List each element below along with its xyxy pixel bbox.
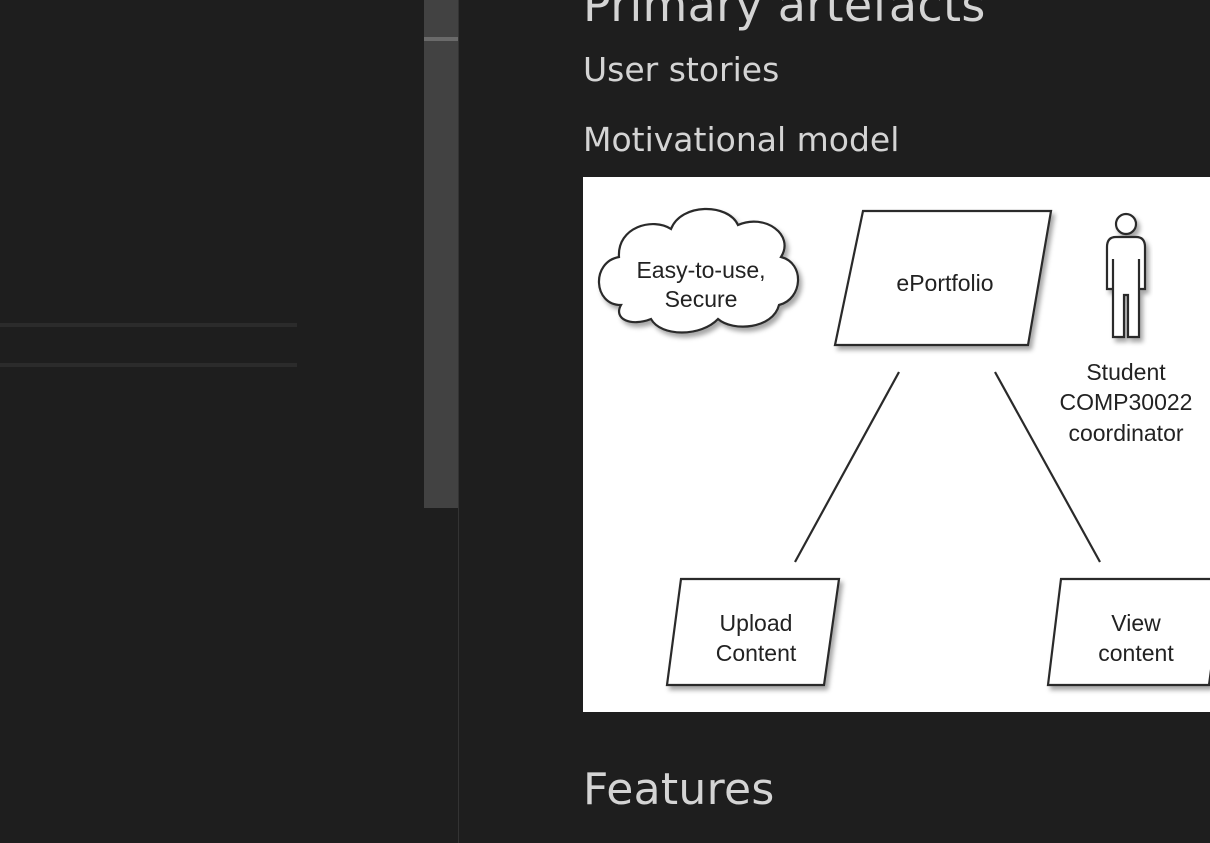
cloud-text-line2: Secure (665, 286, 738, 312)
divider-top (0, 323, 297, 327)
markdown-preview: Primary artefacts User stories Motivatio… (459, 0, 1210, 843)
left-pane (0, 0, 424, 843)
role-label-line1: Student (1086, 359, 1166, 385)
sub-goal-upload-box (665, 577, 841, 687)
sub-goal-view-line2: content (1098, 640, 1174, 666)
user-stories-heading: User stories (583, 50, 780, 89)
main-goal-box (833, 209, 1053, 347)
main-goal-label: ePortfolio (896, 270, 993, 296)
sub-goal-view-box (1046, 577, 1210, 687)
sub-goal-upload-line1: Upload (720, 610, 793, 636)
motivational-model-diagram: Easy-to-use, Secure ePortfolio Student C… (583, 177, 1210, 712)
quality-goal-cloud (597, 207, 800, 334)
features-heading: Features (583, 764, 775, 815)
primary-artefacts-heading: Primary artefacts (583, 0, 986, 32)
vertical-scrollbar[interactable] (424, 0, 459, 843)
cloud-text-line1: Easy-to-use, (636, 257, 765, 283)
role-icon (1105, 212, 1147, 339)
connector-right (994, 371, 1101, 563)
sub-goal-view-line1: View (1111, 610, 1161, 636)
sub-goal-upload-line2: Content (716, 640, 797, 666)
role-label-line2: COMP30022 (1060, 389, 1193, 415)
scroll-position-marker (424, 37, 458, 41)
scrollbar-thumb[interactable] (424, 0, 458, 508)
connector-left (794, 371, 900, 563)
motivational-model-heading: Motivational model (583, 120, 900, 159)
role-label-line3: coordinator (1068, 420, 1183, 446)
divider-bottom (0, 363, 297, 367)
